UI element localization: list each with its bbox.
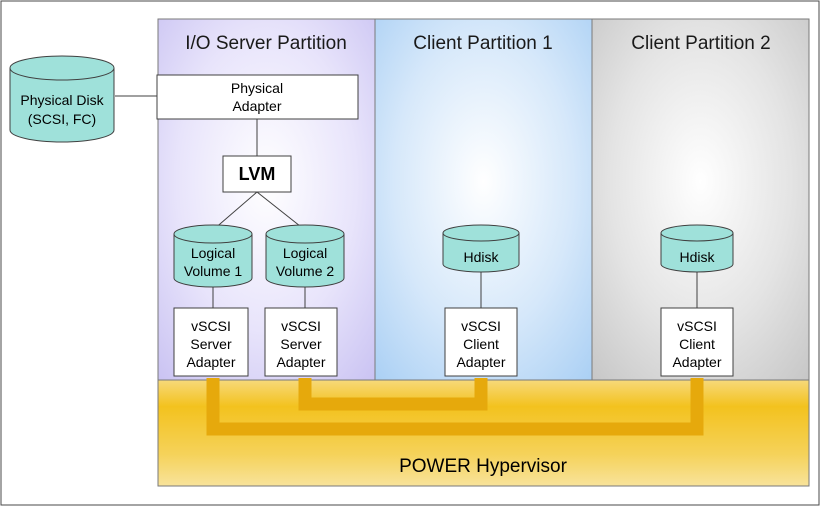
vscsi-client-adapter-2: vSCSI Client Adapter [660,307,734,377]
client-partition-2-title: Client Partition 2 [631,33,770,54]
client-adapter-1-line1: vSCSI [461,318,501,334]
logical-volume-1-label-line2: Volume 1 [184,263,243,279]
server-adapter-2-line2: Server [280,336,322,352]
physical-adapter: Physical Adapter [156,74,359,120]
vscsi-server-adapter-1: vSCSI Server Adapter [173,307,249,377]
client-adapter-2-line1: vSCSI [677,318,717,334]
physical-disk: Physical Disk (SCSI, FC) [9,55,115,143]
client-adapter-1-line2: Client [463,336,499,352]
io-server-partition-title: I/O Server Partition [185,33,347,54]
hypervisor-label: POWER Hypervisor [399,456,568,477]
client-adapter-1-line3: Adapter [456,354,505,370]
server-adapter-2-line3: Adapter [276,354,325,370]
client-adapter-2-line3: Adapter [672,354,721,370]
server-adapter-1-line1: vSCSI [191,318,231,334]
client-partition-1 [374,18,593,381]
hdisk-2-label: Hdisk [679,249,715,265]
connection-server1-client2 [206,378,704,436]
connection-server2-client1 [298,378,488,411]
physical-disk-label-line2: (SCSI, FC) [28,111,96,127]
logical-volume-2-label-line2: Volume 2 [276,263,335,279]
server-adapter-1-line2: Server [190,336,232,352]
physical-adapter-label-line2: Adapter [232,98,281,114]
hdisk-1: Hdisk [442,224,520,273]
hdisk-1-label: Hdisk [463,249,499,265]
server-adapter-2-line1: vSCSI [281,318,321,334]
vscsi-client-adapter-1: vSCSI Client Adapter [444,307,518,377]
logical-volume-1: Logical Volume 1 [173,224,253,288]
lvm-to-lv1-line [212,191,258,231]
logical-volume-1-label-line1: Logical [191,245,235,261]
lvm-label: LVM [239,164,276,184]
physical-disk-label-line1: Physical Disk [20,92,104,108]
physical-adapter-label-line1: Physical [231,80,283,96]
lvm-to-lv2-line [256,191,306,231]
client-adapter-2-line2: Client [679,336,715,352]
logical-volume-2: Logical Volume 2 [265,224,345,288]
hdisk-2: Hdisk [660,224,734,273]
server-adapter-1-line3: Adapter [186,354,235,370]
logical-volume-2-label-line1: Logical [283,245,327,261]
lvm-box: LVM [222,155,292,193]
client-partition-1-title: Client Partition 1 [413,33,552,54]
vscsi-server-adapter-2: vSCSI Server Adapter [264,307,338,377]
